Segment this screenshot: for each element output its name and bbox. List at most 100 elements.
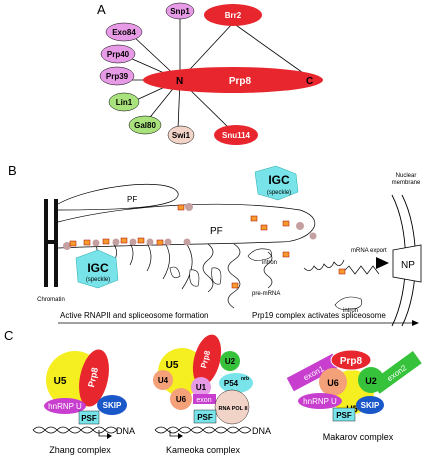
nuclear-pore-label: NP [401,260,415,271]
timeline-label-left: Active RNAPII and spliceosome formation [60,311,209,320]
zhang-complex: U5 Prp8 hnRNP U PSF SKIP DNA Zhang compl… [32,349,135,455]
kameoka-u5-label: U5 [166,360,179,371]
intron-lariat-1 [247,248,273,261]
kameoka-title: Kameoka complex [166,445,241,455]
zhang-dna-strand-1 [32,426,118,434]
chromatin-label: Chromatin [37,297,65,303]
kameoka-u6 [170,388,192,410]
swi1-label: Swi1 [172,131,191,140]
makarov-skip-label: SKIP [361,401,380,410]
makarov-psf-label: PSF [336,411,352,420]
kameoka-dna-label: DNA [252,426,271,436]
kameoka-complex: U5 Prp8 U2 U4 U6 U1 exon P54 nrb RNA POL… [153,334,271,455]
makarov-hnrnp [298,393,342,409]
interaction-network: Prp8 N C Brr2 Snp1 Exo84 Prp40 Prp39 Lin… [99,2,323,145]
snp1-label: Snp1 [170,7,190,16]
zhang-tss-arrow [107,433,112,439]
zhang-prp8-label: Prp8 [86,367,100,389]
zhang-skip-label: SKIP [103,401,122,410]
zhang-hnrnp [44,398,86,414]
swi1-node [167,125,195,145]
makarov-u2-label: U2 [365,376,377,386]
prp8-protein [143,67,323,93]
igc-label-top: IGC [268,173,290,187]
makarov-skip [356,396,384,414]
panel-label-c: C [4,328,13,343]
kameoka-u2-label: U2 [225,357,236,366]
kameoka-p54 [219,373,253,393]
pf-label-top: PF [127,195,137,204]
makarov-u6-label: U6 [327,378,339,388]
n-terminus-label: N [176,76,183,87]
prp8-label: Prp8 [229,76,252,87]
makarov-hnrnp-label: hnRNP U [303,397,337,406]
intron-lariat-2 [334,296,363,310]
spliceosome-lobes [169,266,222,287]
intron-label-2: intron [343,308,358,314]
exo84-node [105,22,143,42]
kameoka-u1 [191,377,211,397]
zhang-title: Zhang complex [49,445,111,455]
zhang-prp8 [79,349,109,407]
pre-mrna-label: pre-mRNA [252,291,280,297]
nuclear-scheme: Chromatin PF PF [37,165,422,327]
kameoka-rnapol-label: RNA POL II [218,406,248,412]
kameoka-p54-sup: nrb [241,376,249,382]
panel-label-a: A [97,2,106,17]
zhang-psf [78,410,100,425]
nuclear-pore [392,244,422,283]
zhang-dna-label: DNA [116,426,135,436]
export-arrowhead [376,257,389,269]
kameoka-u4 [153,370,173,390]
makarov-u6 [319,368,347,396]
makarov-complex: exon1 exon2 U5 Prp8 U6 U2 hnRNP U PSF SK… [286,349,422,442]
chromatin-icon [44,199,58,287]
timeline-label-right: Prp19 complex activates spliceosome [252,311,386,320]
pf-loop-top [57,183,179,211]
kameoka-p54-label: P54 [224,379,239,388]
mrna-export-label: mRNA export [351,248,387,254]
snu114-node [214,125,258,145]
gal80-label: Gal80 [134,121,156,130]
makarov-prp8 [330,349,372,371]
igc-speckle-bottom: IGC (speckle) [75,249,119,289]
spliceosome-particles [63,203,317,250]
kameoka-exon-label: exon [196,397,211,404]
brr2-label: Brr2 [225,11,242,20]
speckle-label-top: (speckle) [267,190,291,196]
zhang-dna-strand-2 [32,426,118,434]
intron-label-1: intron [262,260,277,266]
nascent-transcripts [94,242,380,309]
kameoka-psf-label: PSF [197,413,213,422]
kameoka-u4-label: U4 [158,376,169,385]
zhang-psf-label: PSF [81,414,97,423]
igc-label-bottom: IGC [87,261,109,275]
speckle-label-bottom: (speckle) [86,277,110,283]
prp40-node [100,44,136,64]
makarov-u2 [358,367,384,393]
kameoka-prp8 [192,334,222,386]
snp1-node [165,2,195,20]
kameoka-psf [193,409,217,424]
kameoka-u2 [220,351,240,371]
nuclear-membrane-label-2: membrane [392,180,421,186]
kameoka-dna-strand-2 [154,426,252,434]
lin1-node [108,92,140,112]
makarov-psf [332,407,356,422]
makarov-exon1 [286,353,340,392]
makarov-title: Makarov complex [323,432,394,442]
nuclear-membrane-label-1: Nuclear [396,173,417,179]
timeline-arrowhead [412,320,419,326]
kameoka-tss-arrow [178,433,183,439]
kameoka-rnapol [214,389,250,425]
zhang-u5-label: U5 [54,376,67,387]
exo84-label: Exo84 [112,28,136,37]
kameoka-prp8-label: Prp8 [199,349,212,369]
prp40-label: Prp40 [107,50,130,59]
makarov-prp8-label: Prp8 [340,356,363,367]
panel-label-b: B [8,163,17,178]
snu114-label: Snu114 [222,131,251,140]
kameoka-u6-label: U6 [176,395,187,404]
igc-speckle-top: IGC (speckle) [254,165,299,201]
